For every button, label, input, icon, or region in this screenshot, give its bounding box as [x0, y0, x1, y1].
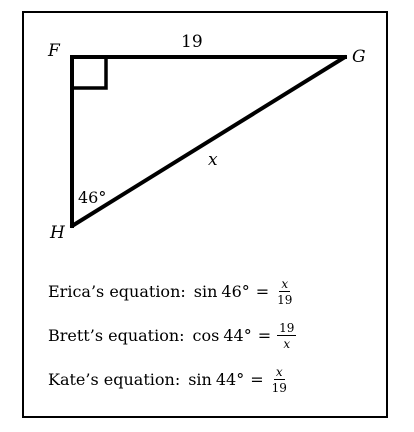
fraction-numerator: x — [273, 365, 285, 380]
equation-list: Erica’s equation: sin 46° = x 19 Brett’s… — [48, 270, 378, 402]
equation-expression: sin 44° = x 19 — [188, 366, 289, 394]
side-hg-label: x — [208, 150, 218, 170]
equation-erica: Erica’s equation: sin 46° = x 19 — [48, 270, 378, 314]
fraction: x 19 — [275, 278, 294, 306]
equals-sign: = — [257, 326, 272, 345]
fraction: 19 x — [277, 321, 297, 351]
angle-h-label: 46° — [78, 188, 106, 207]
vertex-label-h: H — [49, 223, 66, 243]
fraction-denominator: 19 — [271, 381, 287, 395]
trig-function: sin — [193, 282, 218, 301]
angle-value: 46° — [221, 282, 250, 301]
angle-value: 44° — [223, 326, 252, 345]
equation-owner-label: Brett’s equation: — [48, 326, 185, 345]
equation-owner-label: Kate’s equation: — [48, 370, 181, 389]
equation-expression: sin 46° = x 19 — [194, 278, 295, 306]
vertex-label-f: F — [47, 41, 61, 61]
fraction-numerator: 19 — [277, 321, 297, 336]
fraction: x 19 — [270, 366, 289, 394]
trig-function: sin — [188, 370, 212, 389]
fraction-denominator: x — [283, 337, 291, 351]
vertex-label-g: G — [352, 47, 366, 67]
fraction-denominator: 19 — [277, 293, 293, 307]
equation-expression: cos 44° = 19 x — [193, 322, 297, 350]
equation-brett: Brett’s equation: cos 44° = 19 x — [48, 314, 378, 358]
equals-sign: = — [255, 282, 270, 301]
right-angle-marker — [72, 57, 108, 90]
side-hg — [70, 55, 347, 228]
equation-kate: Kate’s equation: sin 44° = x 19 — [48, 358, 378, 402]
figure-border — [22, 11, 388, 418]
trig-function: cos — [192, 326, 220, 345]
equals-sign: = — [250, 370, 264, 389]
equation-owner-label: Erica’s equation: — [48, 282, 186, 301]
fraction-numerator: x — [279, 277, 291, 292]
side-fg-label: 19 — [181, 32, 203, 52]
angle-value: 44° — [215, 370, 245, 389]
